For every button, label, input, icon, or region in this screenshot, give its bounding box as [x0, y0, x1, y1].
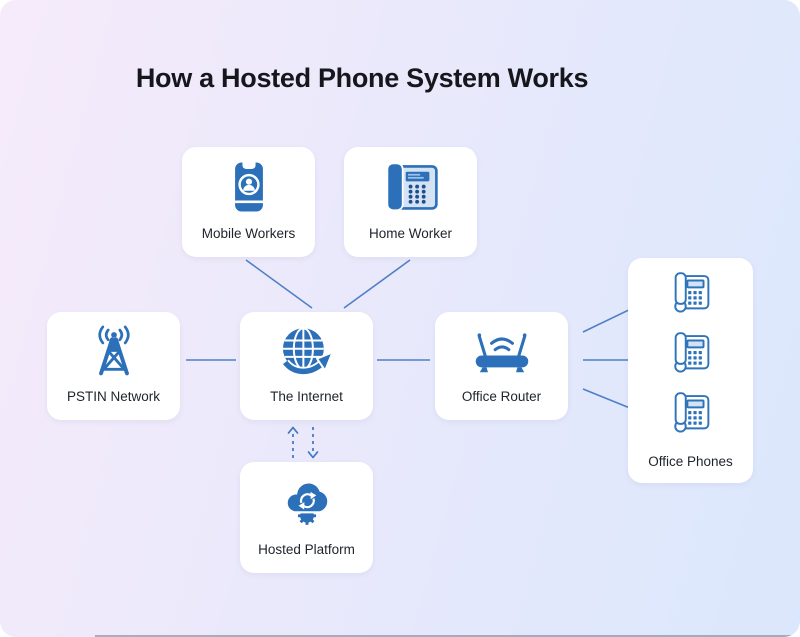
node-card-the-internet: The Internet	[240, 312, 373, 420]
edge-mobile-internet	[245, 259, 313, 309]
node-label-the-internet: The Internet	[270, 389, 343, 404]
wifi-router-icon	[435, 312, 568, 389]
node-card-office-router: Office Router	[435, 312, 568, 420]
desk-phone-outline-icon	[670, 271, 712, 315]
node-label-hosted-platform: Hosted Platform	[258, 542, 355, 557]
node-card-home-worker: Home Worker	[344, 147, 477, 257]
node-label-mobile-workers: Mobile Workers	[201, 226, 296, 241]
arrowhead-down-icon	[307, 451, 319, 459]
globe-arrow-icon	[240, 312, 373, 389]
arrowhead-up-icon	[287, 426, 299, 434]
radio-tower-icon	[47, 312, 180, 389]
node-card-hosted-platform: Hosted Platform	[240, 462, 373, 573]
office-phones-stack	[670, 258, 712, 435]
mobile-phone-user-icon	[182, 147, 315, 226]
desk-phone-outline-icon	[670, 331, 712, 375]
node-card-office-phones: Office Phones	[628, 258, 753, 483]
node-label-office-phones: Office Phones	[648, 454, 733, 469]
node-card-mobile-workers: Mobile Workers	[182, 147, 315, 257]
node-card-pstin-network: PSTIN Network	[47, 312, 180, 420]
page-title: How a Hosted Phone System Works	[135, 63, 589, 93]
node-label-office-router: Office Router	[461, 389, 542, 404]
bottom-edge-line	[95, 635, 800, 637]
node-label-pstin-network: PSTIN Network	[66, 389, 161, 404]
cloud-sync-gear-icon	[240, 462, 373, 542]
edge-home-internet	[343, 259, 411, 309]
node-label-home-worker: Home Worker	[368, 226, 453, 241]
desk-phone-icon	[344, 147, 477, 226]
desk-phone-outline-icon	[670, 391, 712, 435]
